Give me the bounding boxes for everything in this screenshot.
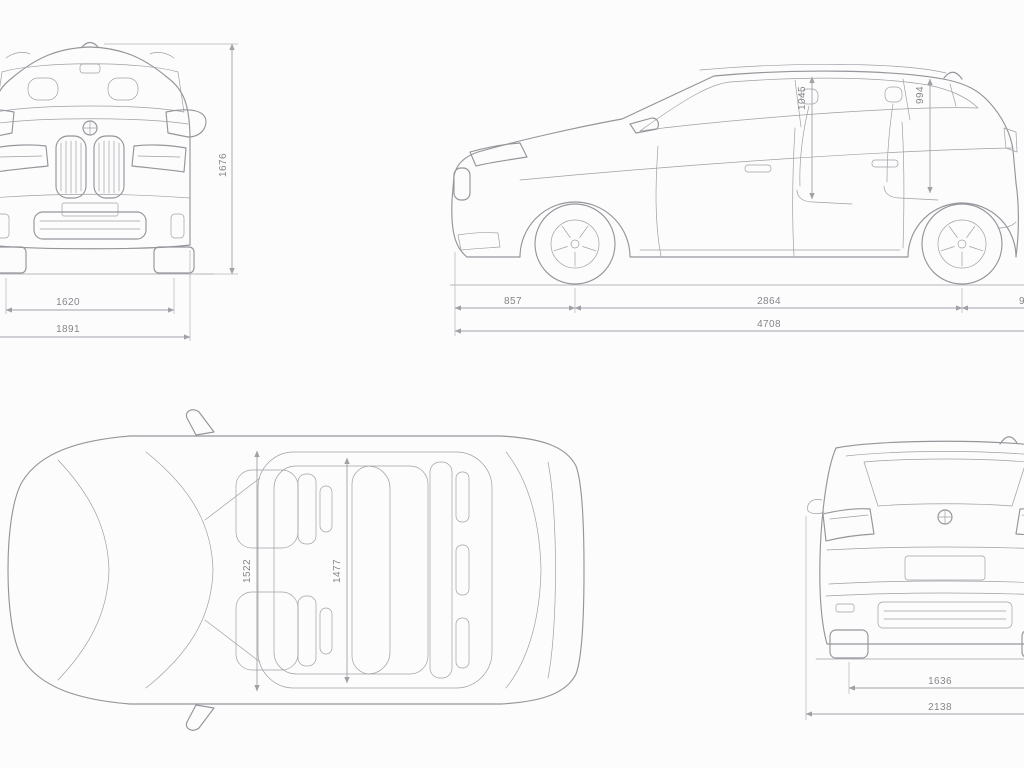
rear-bench [351,461,470,679]
hood-line [57,459,110,681]
interior-mirror [79,63,101,74]
tailgate-seam [547,461,556,679]
bmw-roundel-rear [937,509,953,525]
roof-outline [257,451,493,689]
bumper-line [0,193,191,199]
roof-rail-right [149,52,175,59]
roof-rail [699,63,947,74]
rear-wheel-right [1021,630,1024,658]
side-vent-left [0,213,10,239]
rear-window-line [505,451,542,689]
dim-wheelbase-label: 2864 [757,296,781,307]
mirror-top [185,409,215,436]
roof-rail-left [5,52,31,59]
window-outline [639,77,979,132]
side-mirror-left [0,109,15,136]
front-wheel-right [153,246,195,274]
headrest-right [107,77,139,101]
mirror-left-rear [807,499,825,515]
dim-track-rear-label: 1636 [928,676,952,687]
dim-interior-width-rear-label: 1477 [332,559,343,583]
dim-width-label: 1891 [56,324,80,335]
taillight-side [1003,127,1018,153]
sunroof [273,465,391,675]
front-intake-side [457,232,501,251]
dim-height-label: 1676 [218,153,229,177]
top-car-body [7,409,585,731]
front-wheel [534,203,616,285]
rear-view: 1636 2138 [805,436,1024,720]
side-mirror-right [165,109,207,138]
side-vent-right [170,213,185,239]
headlight [469,142,528,167]
license-plate-rear [904,555,986,581]
lower-air-intake [33,211,147,240]
door-handle-front [744,164,772,173]
top-view: 1522 1477 [7,409,585,731]
top-dimensions: 1522 1477 [242,450,350,692]
antenna-fin-rear [999,436,1018,445]
reflector-left [835,603,855,613]
front-view: 1676 1620 1891 [0,41,238,341]
front-seat-passenger [235,591,333,671]
door-handle-rear [871,159,899,168]
cowl-line [0,105,185,113]
rear-seat-profile [883,86,939,201]
dim-length-label: 4708 [757,319,781,330]
dim-track-label: 1620 [56,297,80,308]
bumper-line-rear [825,592,1024,597]
rear-wheel [921,203,1003,285]
grille-side [453,167,471,201]
front-wheel-left [0,246,27,274]
antenna-fin [81,41,99,48]
pillars [794,78,957,128]
front-dimensions: 1676 1620 1891 [0,43,238,341]
bmw-roundel [82,120,98,136]
rear-dimensions: 1636 2138 [805,516,1024,720]
side-dimensions: 1045 994 857 2864 9 4708 [454,76,1024,336]
spoiler-line [845,451,1024,457]
headlight-right [131,144,187,173]
antenna-fin-side [943,71,963,80]
mirror-bottom [185,704,215,731]
taillight-right [1015,508,1024,536]
hood-crease [0,118,189,125]
tailgate-lines [826,546,1024,585]
windshield-line [145,451,214,689]
side-mirror [629,117,659,134]
front-seat-driver [235,469,333,549]
side-view: 1045 994 857 2864 9 4708 [449,63,1024,336]
kidney-grille [55,135,125,199]
dim-width-mirrors-label: 2138 [928,702,952,713]
rear-wheel-left [829,629,869,659]
a-pillars [204,477,261,663]
character-line [519,147,1013,181]
headlight-left [0,144,49,172]
dim-front-overhang-label: 857 [504,296,522,307]
door-seams [655,121,905,257]
rear-window [863,458,1024,507]
windshield-top [1,63,179,73]
dim-interior-width-front-label: 1522 [242,559,253,583]
side-car-body [449,63,1024,286]
headrest-left [27,77,59,101]
dim-rear-overhang-label: 9 [1019,296,1024,307]
dim-headroom-front-label: 1045 [797,86,808,110]
dim-headroom-rear-label: 994 [915,86,926,104]
rear-car-body [807,436,1024,660]
rear-bumper-line [997,221,1017,229]
taillight-left [822,508,875,542]
diffuser [877,601,1013,629]
license-plate [61,202,119,217]
front-car-body [0,41,215,275]
